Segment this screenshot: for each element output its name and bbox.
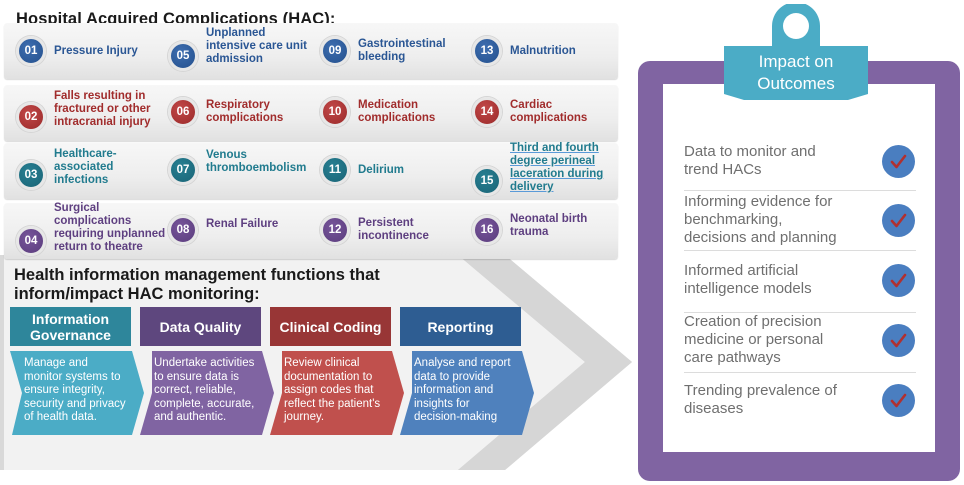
checkmark-icon bbox=[882, 323, 915, 357]
hac-number-badge: 09 bbox=[320, 36, 350, 66]
hac-number-badge: 04 bbox=[16, 226, 46, 256]
function-header-information-governance: Information Governance bbox=[10, 307, 131, 346]
hac-item-14: 14 Cardiac complications bbox=[472, 97, 587, 127]
hac-item-05: 05 Unplanned intensive care unit admissio… bbox=[168, 27, 307, 75]
function-header-clinical-coding: Clinical Coding bbox=[270, 307, 391, 346]
hac-item-label: Persistent incontinence bbox=[358, 217, 429, 242]
function-header-reporting: Reporting bbox=[400, 307, 521, 346]
outcome-text: Data to monitor and trend HACs bbox=[684, 143, 816, 178]
hac-item-label: Cardiac complications bbox=[510, 99, 588, 124]
chevron-shape bbox=[400, 351, 534, 435]
checkmark-icon bbox=[882, 144, 915, 178]
function-description-chevron: Review clinical documentation to assign … bbox=[270, 351, 406, 435]
chevron-shape bbox=[10, 351, 144, 435]
outcome-text: Informing evidence for benchmarking, dec… bbox=[684, 193, 837, 246]
outcome-item: Informing evidence for benchmarking, dec… bbox=[684, 193, 916, 247]
function-description-text: Review clinical documentation to assign … bbox=[284, 357, 381, 423]
hac-number-badge: 01 bbox=[16, 36, 46, 66]
function-header-data-quality: Data Quality bbox=[140, 307, 261, 346]
hac-number-badge: 03 bbox=[16, 159, 46, 190]
function-description-text: Undertake activities to ensure data is c… bbox=[154, 357, 255, 423]
hac-number-badge: 05 bbox=[168, 40, 198, 71]
hac-item-label: Renal Failure bbox=[206, 217, 279, 230]
hac-number-badge: 11 bbox=[320, 155, 350, 185]
hac-number-badge: 14 bbox=[472, 97, 502, 127]
outcome-divider bbox=[684, 372, 916, 373]
hac-item-label: Gastrointestinal bleeding bbox=[358, 38, 446, 63]
outcomes-title: Impact on Outcomes bbox=[757, 52, 835, 93]
hac-item-12: 12 Persistent incontinence bbox=[320, 215, 429, 245]
hac-number-badge: 07 bbox=[168, 155, 198, 185]
hac-number-badge: 10 bbox=[320, 97, 350, 127]
outcome-item: Creation of precision medicine or person… bbox=[684, 313, 916, 367]
chevron-shape bbox=[270, 351, 404, 435]
hac-number-badge: 15 bbox=[472, 166, 502, 196]
hac-item-03: 03 Healthcare- associated infections bbox=[16, 148, 117, 194]
hac-row-red bbox=[4, 85, 618, 141]
hac-item-label[interactable]: Third and fourth degree perineal lacerat… bbox=[510, 142, 604, 193]
outcome-divider bbox=[684, 250, 916, 251]
hac-number-badge: 13 bbox=[472, 36, 502, 66]
checkmark-icon bbox=[882, 383, 915, 417]
outcome-text: Trending prevalence of diseases bbox=[684, 382, 837, 417]
hac-item-07: 07 Venous thromboembolism bbox=[168, 149, 306, 185]
function-description-text: Manage and monitor systems to ensure int… bbox=[24, 357, 126, 423]
outcome-text: Creation of precision medicine or person… bbox=[684, 313, 824, 366]
chevron-shape bbox=[140, 351, 274, 435]
hac-item-04: 04 Surgical complications requiring unpla… bbox=[16, 202, 165, 267]
checkmark-icon bbox=[882, 263, 915, 297]
hac-number-badge: 12 bbox=[320, 215, 350, 245]
hac-row-teal bbox=[4, 143, 618, 199]
hac-number-badge: 16 bbox=[472, 215, 502, 245]
clipboard-clip-icon bbox=[724, 4, 868, 100]
hac-row-purple bbox=[4, 203, 618, 259]
hac-item-label: Respiratory complications bbox=[206, 99, 284, 124]
checkmark-icon bbox=[882, 203, 915, 237]
hac-number-badge: 02 bbox=[16, 101, 46, 132]
hac-item-11: 11 Delirium bbox=[320, 155, 404, 185]
hac-number-badge: 06 bbox=[168, 97, 198, 127]
hac-item-08: 08 Renal Failure bbox=[168, 215, 278, 245]
hac-number-badge: 08 bbox=[168, 215, 198, 245]
hac-item-15: 15 Third and fourth degree perineal lacer… bbox=[472, 142, 603, 207]
outcome-item: Trending prevalence of diseases bbox=[684, 382, 916, 418]
him-title: Health information management functions … bbox=[14, 266, 380, 303]
hac-item-06: 06 Respiratory complications bbox=[168, 97, 283, 127]
hac-item-label: Delirium bbox=[358, 163, 405, 176]
outcome-item: Data to monitor and trend HACs bbox=[684, 143, 916, 179]
hac-item-09: 09 Gastrointestinal bleeding bbox=[320, 36, 446, 66]
hac-item-02: 02 Falls resulting in fractured or other … bbox=[16, 90, 151, 136]
hac-item-label: Venous thromboembolism bbox=[206, 149, 307, 174]
hac-item-01: 01 Pressure Injury bbox=[16, 36, 138, 66]
hac-item-label: Pressure Injury bbox=[54, 44, 138, 57]
function-description-text: Analyse and report data to provide infor… bbox=[414, 357, 511, 423]
outcome-item: Informed artificial intelligence models bbox=[684, 262, 916, 298]
outcome-text: Informed artificial intelligence models bbox=[684, 262, 812, 297]
hac-item-label: Healthcare- associated infections bbox=[54, 148, 117, 186]
outcome-divider bbox=[684, 312, 916, 313]
hac-item-16: 16 Neonatal birth trauma bbox=[472, 213, 588, 245]
function-description-chevron: Undertake activities to ensure data is c… bbox=[140, 351, 276, 435]
hac-item-10: 10 Medication complications bbox=[320, 97, 435, 127]
hac-item-label: Unplanned intensive care unit admission bbox=[206, 27, 307, 65]
hac-item-label: Falls resulting in fractured or other in… bbox=[54, 90, 151, 128]
hac-item-label: Malnutrition bbox=[510, 44, 576, 57]
hac-item-label: Surgical complications requiring unplann… bbox=[54, 202, 166, 253]
function-description-chevron: Analyse and report data to provide infor… bbox=[400, 351, 536, 435]
hac-item-label: Neonatal birth trauma bbox=[510, 213, 588, 238]
hac-item-13: 13 Malnutrition bbox=[472, 36, 576, 66]
outcome-divider bbox=[684, 190, 916, 191]
hac-row-blue bbox=[4, 23, 618, 79]
function-description-chevron: Manage and monitor systems to ensure int… bbox=[10, 351, 146, 435]
hac-item-label: Medication complications bbox=[358, 99, 436, 124]
